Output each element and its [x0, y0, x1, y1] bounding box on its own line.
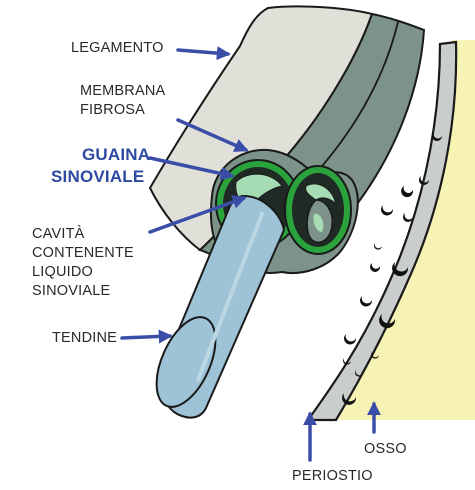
label-tendine: TENDINE: [52, 329, 117, 348]
label-cavita-line1: CAVITÀ: [32, 225, 85, 244]
arrow-tendine: [122, 336, 170, 338]
label-membrana-fibrosa-line1: MEMBRANA: [80, 82, 165, 101]
label-cavita-line3: LIQUIDO: [32, 263, 93, 282]
label-cavita-line4: SINOVIALE: [32, 282, 110, 301]
label-cavita-line2: CONTENENTE: [32, 244, 134, 263]
label-membrana-fibrosa-line2: FIBROSA: [80, 101, 145, 120]
label-legamento: LEGAMENTO: [71, 39, 164, 58]
label-osso: OSSO: [364, 440, 407, 459]
label-periostio: PERIOSTIO: [292, 467, 373, 486]
label-guaina-sinoviale-line1: GUAINA: [82, 144, 150, 166]
arrow-legamento: [178, 50, 228, 54]
label-guaina-sinoviale-line2: SINOVIALE: [51, 166, 144, 188]
